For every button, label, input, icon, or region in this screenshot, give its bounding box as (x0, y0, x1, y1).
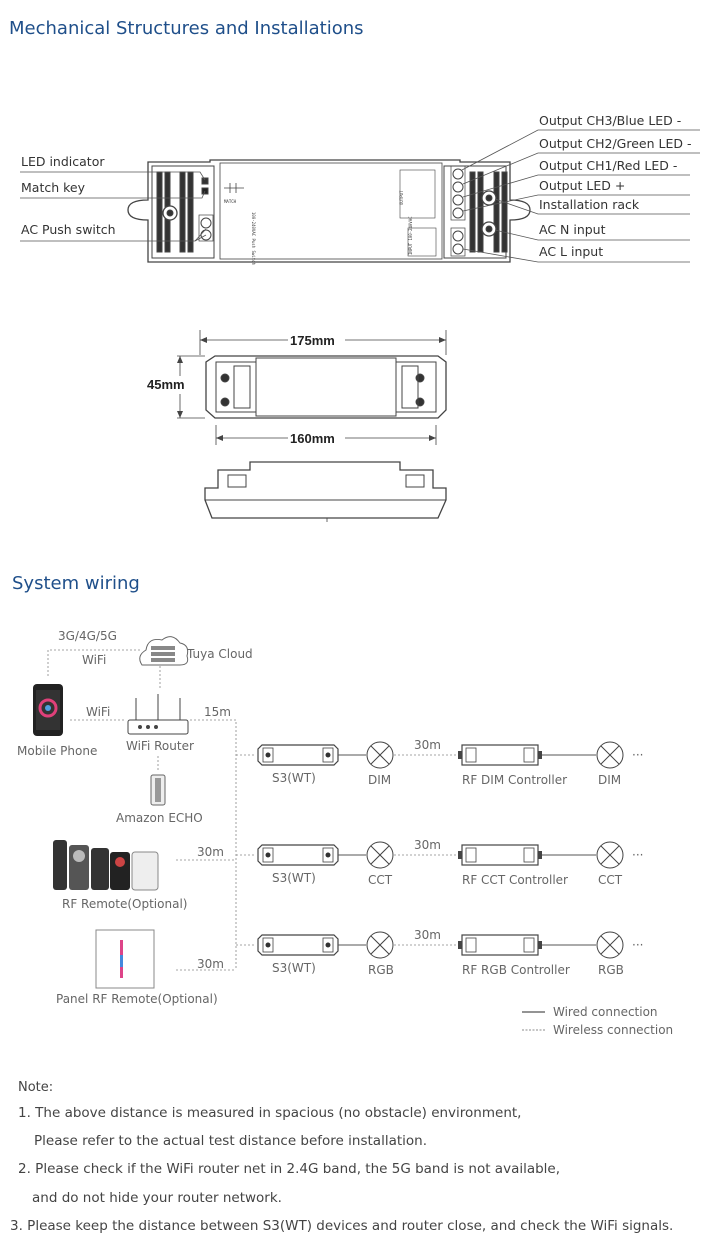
label-panel-remote: Panel RF Remote(Optional) (56, 992, 218, 1006)
note-line-2b: and do not hide your router network. (32, 1190, 282, 1206)
s3-device-icon (257, 844, 339, 866)
rf-controller-icon (458, 844, 542, 866)
cloud-icon (139, 636, 189, 666)
wireless-phone-cloud (47, 649, 140, 676)
dimension-arrows (177, 337, 446, 441)
ellipsis: ··· (632, 848, 643, 862)
dim-width: 45mm (147, 377, 185, 392)
lamp-icon (596, 931, 624, 959)
label-wifi-top: WiFi (82, 653, 106, 667)
load-label: DIM (368, 773, 391, 787)
label-output-ch3: Output CH3/Blue LED - (539, 113, 681, 128)
note-line-1b: Please refer to the actual test distance… (34, 1133, 427, 1149)
ellipsis: ··· (632, 938, 643, 952)
lamp-icon (366, 741, 394, 769)
controller-label: RF RGB Controller (462, 963, 570, 977)
rf-controller-icon (458, 744, 542, 766)
load-label-2: CCT (598, 873, 623, 887)
legend-wireless-label: Wireless connection (553, 1023, 673, 1037)
rf-controller-icon (458, 934, 542, 956)
section-title-mechanical: Mechanical Structures and Installations (9, 18, 364, 39)
left-leaders (20, 171, 207, 242)
amazon-echo-icon (150, 774, 166, 806)
dimension-top-view (205, 355, 447, 419)
load-label-2: RGB (598, 963, 624, 977)
panel-remote-icon (95, 929, 155, 989)
s3-device-label: S3(WT) (272, 771, 316, 785)
load-label: CCT (368, 873, 393, 887)
lamp-icon (596, 841, 624, 869)
dim-length: 175mm (290, 333, 335, 348)
mobile-phone-icon (33, 684, 63, 736)
label-mobile-phone: Mobile Phone (17, 744, 97, 758)
dimension-side-view (204, 461, 447, 519)
ellipsis: ··· (632, 748, 643, 762)
wiring-rows: 30m ··· S3(WT) DIM RF DIM Controller DIM 30m ··… (236, 738, 643, 977)
label-amazon-echo: Amazon ECHO (116, 811, 203, 825)
label-ac-l-input: AC L input (539, 244, 603, 259)
output-text: OUTPUT (399, 190, 404, 205)
label-network: 3G/4G/5G (58, 629, 117, 643)
legend-wired-label: Wired connection (553, 1005, 658, 1019)
label-ac-push-switch: AC Push switch (21, 222, 116, 237)
lamp-icon (366, 931, 394, 959)
label-ac-n-input: AC N input (539, 222, 606, 237)
s3-device-icon (257, 934, 339, 956)
label-tuya-cloud: Tuya Cloud (186, 647, 253, 661)
wiring-row: 30m ··· S3(WT) RGB RF RGB Controller RGB (236, 928, 643, 977)
wireless-router-trunk (190, 719, 237, 970)
label-wifi-router: WiFi Router (126, 739, 194, 753)
push-switch-text: 100-240VAC Push Switch (251, 212, 256, 266)
controller-label: RF DIM Controller (462, 773, 567, 787)
label-distance-30m: 30m (414, 738, 441, 752)
label-distance-30m: 30m (414, 928, 441, 942)
label-output-led-plus: Output LED + (539, 178, 625, 193)
controller-label: RF CCT Controller (462, 873, 568, 887)
label-installation-rack: Installation rack (539, 197, 640, 212)
note-line-3: 3. Please keep the distance between S3(W… (10, 1218, 674, 1234)
label-output-ch2: Output CH2/Green LED - (539, 136, 691, 151)
lamp-icon (366, 841, 394, 869)
s3-device-icon (257, 744, 339, 766)
label-distance-30m-panel: 30m (197, 957, 224, 971)
right-leaders (461, 129, 700, 263)
load-label: RGB (368, 963, 394, 977)
s3-device-label: S3(WT) (272, 961, 316, 975)
controller-top-view (127, 159, 531, 263)
lamp-icon (596, 741, 624, 769)
label-output-ch1: Output CH1/Red LED - (539, 158, 677, 173)
rf-remote-icon (53, 840, 159, 891)
label-rf-remote: RF Remote(Optional) (62, 897, 187, 911)
wiring-row: 30m ··· S3(WT) CCT RF CCT Controller CCT (236, 838, 643, 887)
wiring-row: 30m ··· S3(WT) DIM RF DIM Controller DIM (236, 738, 643, 787)
match-text: MATCH (224, 199, 237, 204)
label-distance-15m: 15m (204, 705, 231, 719)
label-distance-30m: 30m (414, 838, 441, 852)
label-match-key: Match key (21, 180, 86, 195)
notes-heading: Note: (18, 1080, 54, 1095)
wifi-router-icon (127, 694, 189, 735)
section-title-wiring: System wiring (12, 573, 140, 594)
input-text: INPUT 100-240VAC (408, 216, 413, 255)
dim-inner: 160mm (290, 431, 335, 446)
label-wifi-mid: WiFi (86, 705, 110, 719)
label-led-indicator: LED indicator (21, 154, 105, 169)
load-label-2: DIM (598, 773, 621, 787)
s3-device-label: S3(WT) (272, 871, 316, 885)
note-line-2: 2. Please check if the WiFi router net i… (18, 1161, 561, 1177)
note-line-1: 1. The above distance is measured in spa… (18, 1105, 522, 1121)
label-distance-30m-remote: 30m (197, 845, 224, 859)
